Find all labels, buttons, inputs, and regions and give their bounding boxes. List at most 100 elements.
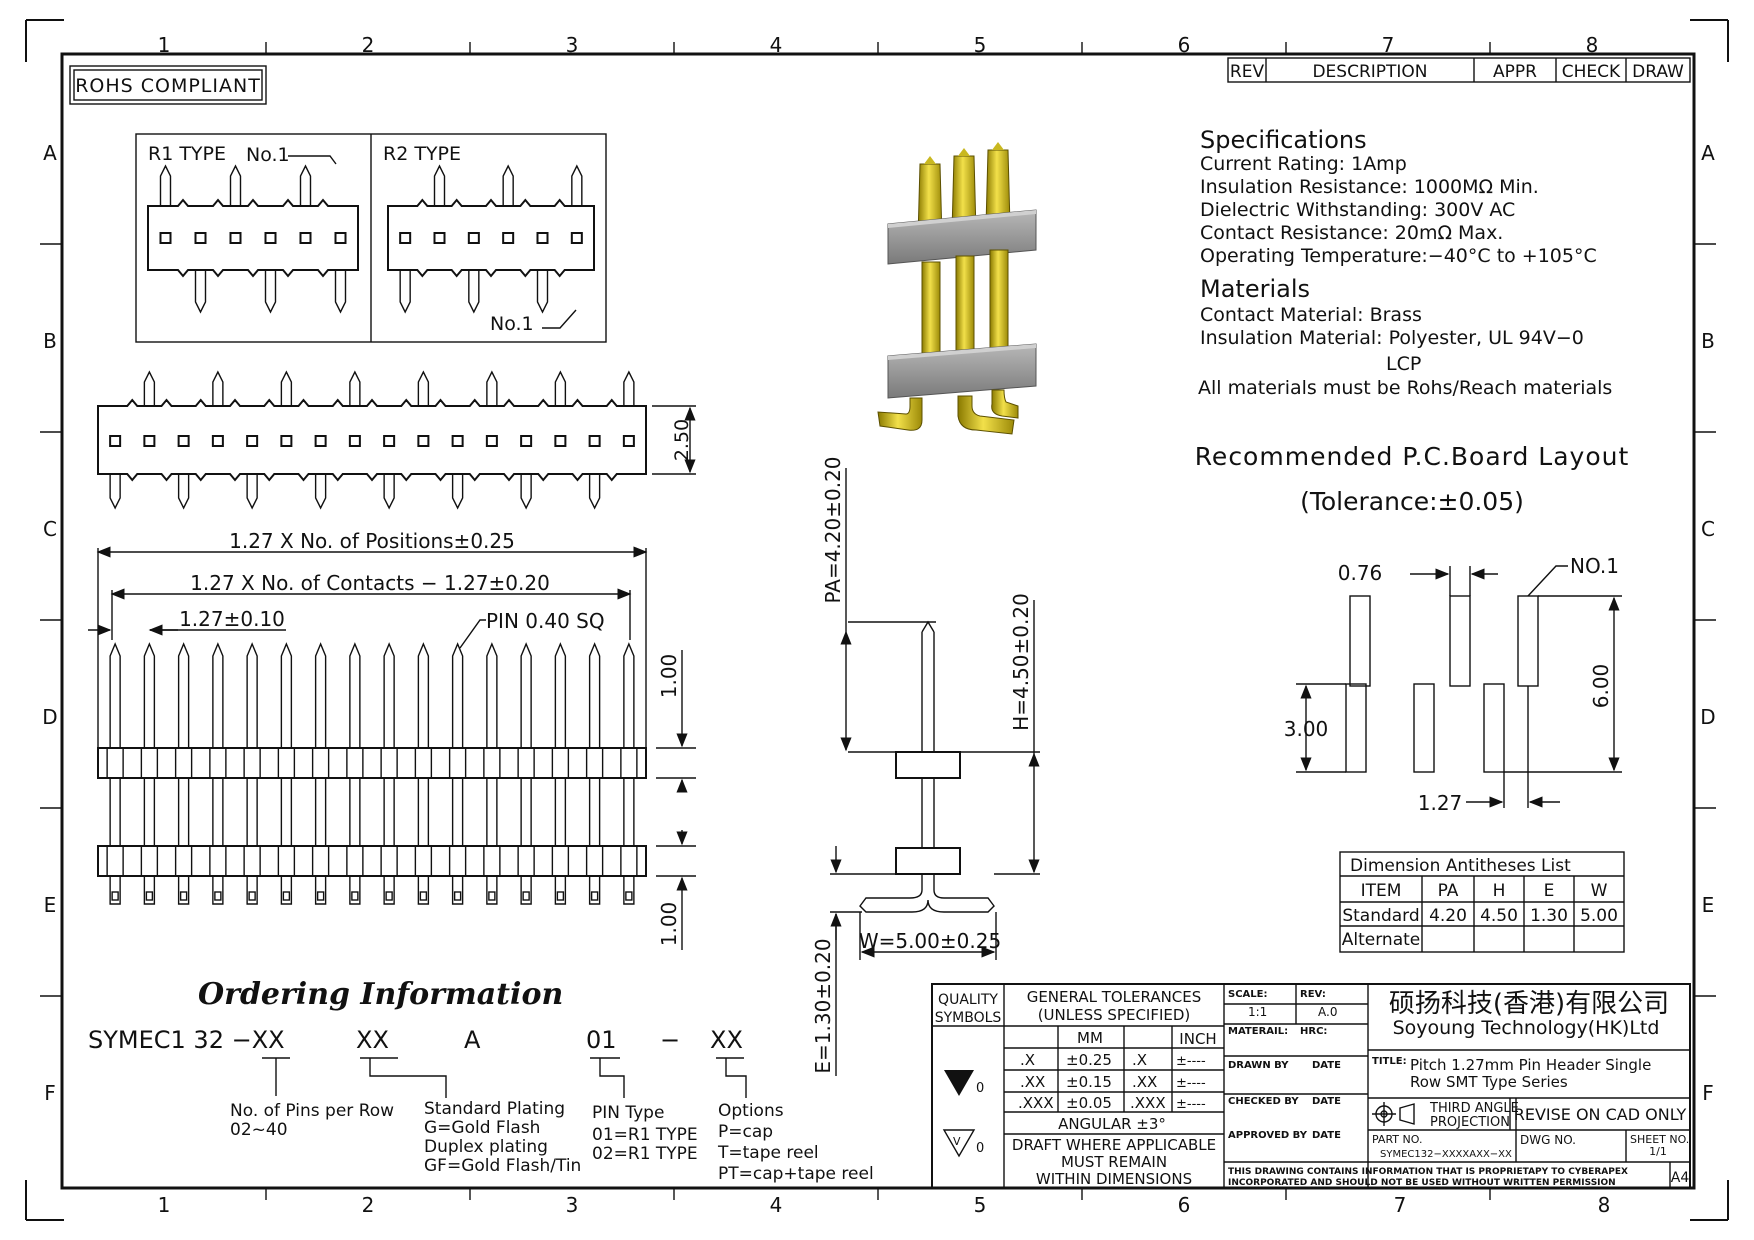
dim-0-76: 0.76 [1338, 561, 1383, 585]
scale-label: SCALE: [1228, 989, 1267, 1000]
contact-pin [280, 778, 293, 846]
body-separator [311, 748, 330, 876]
spec-line: Current Rating: 1Amp [1200, 153, 1407, 175]
dim-w: W=5.00±0.25 [859, 929, 1001, 953]
contact-pin [486, 778, 498, 846]
pin-square [194, 232, 207, 244]
pin-up [417, 370, 430, 406]
pin-type-label: PIN Type [592, 1103, 664, 1123]
contact-pin [554, 876, 567, 905]
contact-pin [212, 778, 224, 846]
contact-pin [554, 642, 567, 748]
contact-pin [349, 778, 361, 846]
row-label: B [43, 329, 57, 353]
tol-cell: .XX [1020, 1073, 1045, 1091]
pin-down [520, 474, 532, 510]
pin-up [299, 164, 312, 206]
pin-down [536, 270, 549, 314]
dim-pin: PIN 0.40 SQ [486, 609, 605, 633]
plating-gf: GF=Gold Flash/Tin [424, 1156, 581, 1176]
connector-body [97, 398, 647, 482]
pin-down [334, 270, 347, 314]
lower-insulator [97, 845, 647, 877]
plating-g: G=Gold Flash [424, 1118, 540, 1138]
dim-contacts: 1.27 X No. of Contacts − 1.27±0.20 [190, 571, 550, 595]
sheet-value: 1/1 [1649, 1145, 1667, 1158]
contact-pin [588, 642, 601, 748]
antitheses-header: PA [1438, 881, 1459, 901]
pin-up [554, 370, 567, 406]
header-front-view: 2.50 [97, 370, 696, 510]
pin-square [451, 435, 464, 447]
options-p: P=cap [718, 1122, 773, 1142]
contact-pin [451, 778, 464, 846]
dim-pa: PA=4.20±0.20 [821, 456, 845, 603]
plating-duplex: Duplex plating [424, 1137, 548, 1157]
pin-foot [351, 891, 359, 901]
material-line: All materials must be Rohs/Reach materia… [1198, 377, 1612, 399]
pin-foot [419, 891, 428, 901]
specifications-block: Specifications Current Rating: 1Amp Insu… [1198, 126, 1612, 399]
pin-square [334, 232, 347, 244]
contact-pin [349, 642, 361, 748]
contact-pin [520, 876, 532, 905]
pin-square [467, 232, 480, 244]
r1-type-label: R1 TYPE [148, 143, 226, 165]
pin-square [520, 435, 533, 447]
dim-6-00: 6.00 [1589, 664, 1613, 709]
pin-up [349, 370, 361, 406]
row-label: F [44, 1081, 56, 1105]
pin-foot [488, 891, 496, 901]
dim-1-00-bottom: 1.00 [657, 902, 681, 947]
dwg-no-label: DWG NO. [1520, 1133, 1576, 1147]
body-separator [140, 748, 159, 876]
date-label: DATE [1312, 1130, 1341, 1141]
pin-row-dimensions: 1.27 X No. of Positions±0.25 1.27 X No. … [88, 529, 696, 950]
draft-note: DRAFT WHERE APPLICABLE [1012, 1136, 1216, 1154]
pcb-layout-title: Recommended P.C.Board Layout [1195, 442, 1630, 471]
contact-pin [588, 876, 601, 905]
tol-cell: .XXX [1130, 1094, 1166, 1112]
contact-pin [486, 876, 498, 905]
draft-note: MUST REMAIN [1061, 1153, 1167, 1171]
proprietary-note: INCORPORATED AND SHOULD NOT BE USED WITH… [1228, 1178, 1616, 1188]
pin-down [314, 474, 327, 510]
col-label: 1 [158, 33, 171, 57]
tol-cell: ±---- [1176, 1076, 1206, 1091]
contact-pin [177, 642, 190, 748]
material-line: LCP [1386, 353, 1421, 375]
spec-line: Contact Resistance: 20mΩ Max. [1200, 222, 1503, 244]
options-t: T=tape reel [717, 1143, 819, 1163]
contact-pin [109, 778, 121, 846]
pin-foot [111, 891, 119, 901]
quality-sym-value: 0 [976, 1081, 984, 1096]
pin-foot [145, 891, 154, 901]
pin-up [486, 370, 498, 406]
body-separator [174, 748, 193, 876]
dim-e: E=1.30±0.20 [811, 938, 835, 1073]
pin-square [109, 435, 122, 447]
pin-square [588, 435, 601, 447]
svg-text:V: V [953, 1135, 961, 1148]
body-separator [585, 748, 604, 876]
spec-line: Operating Temperature:−40°C to +105°C [1200, 245, 1597, 267]
rohs-badge: ROHS COMPLIANT [69, 65, 267, 105]
body-separator [209, 748, 227, 876]
pin-foot [522, 891, 530, 901]
pin-square [399, 232, 412, 244]
header-3d-render [877, 142, 1037, 435]
contact-pin [246, 642, 258, 748]
pin-foot [625, 891, 633, 901]
approved-by-label: APPROVED BY [1228, 1130, 1308, 1141]
pin-up [571, 164, 583, 206]
checked-by-label: CHECKED BY [1228, 1096, 1299, 1107]
pin-square [536, 232, 549, 244]
pin-up [280, 370, 293, 406]
order-code-plating: XX [356, 1026, 389, 1054]
col-label: 8 [1586, 33, 1599, 57]
antitheses-header: H [1493, 881, 1506, 901]
tol-cell: ±---- [1176, 1054, 1206, 1069]
quality-triangle-icon: 0 [944, 1070, 984, 1096]
date-label: DATE [1312, 1060, 1341, 1071]
